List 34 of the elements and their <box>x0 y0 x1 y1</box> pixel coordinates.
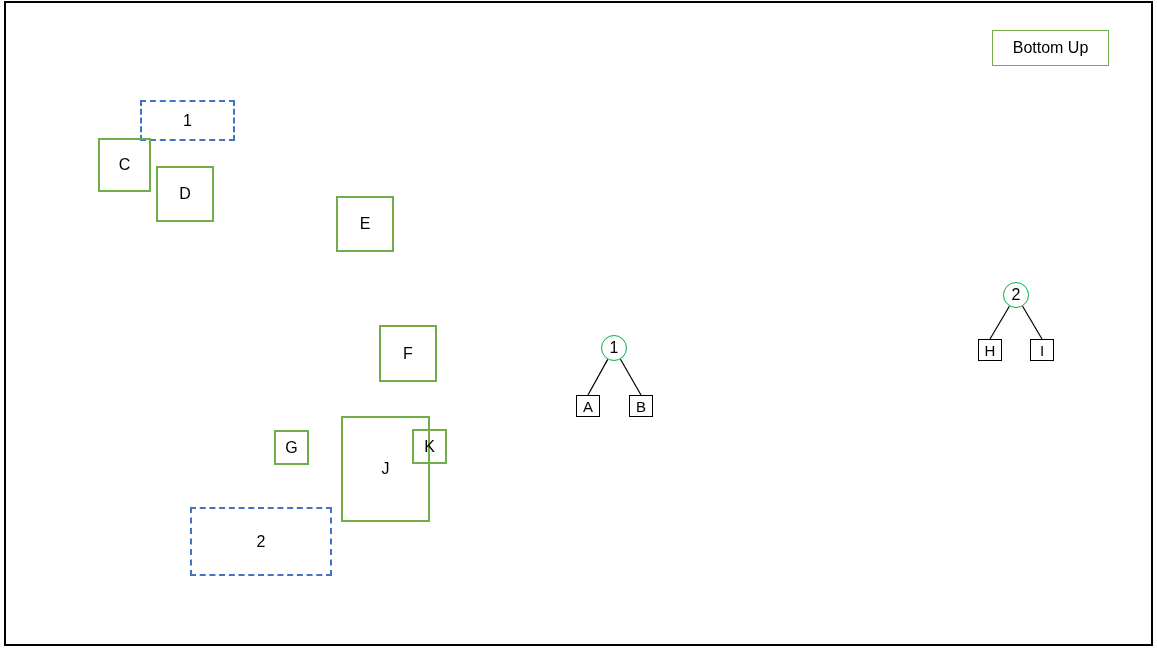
node-label: H <box>984 342 996 358</box>
leaf-box <box>1030 339 1054 361</box>
region-box <box>156 166 214 222</box>
tree-line <box>1022 305 1043 340</box>
node-label: 2 <box>1011 287 1021 303</box>
dashed-region-box <box>190 507 332 576</box>
tree-node-circle <box>1003 282 1029 308</box>
region-box <box>336 196 394 252</box>
node-label: A <box>583 398 593 414</box>
tree-line <box>619 358 642 396</box>
leaf-box <box>978 339 1002 361</box>
region-box <box>412 429 447 464</box>
node-label: D <box>179 186 191 202</box>
node-label: 2 <box>256 533 266 550</box>
node-label: F <box>403 345 413 362</box>
leaf-box <box>629 395 653 417</box>
node-label: 1 <box>609 340 619 356</box>
region-box <box>98 138 151 192</box>
region-box <box>379 325 437 382</box>
node-label: B <box>636 398 646 414</box>
node-label: 1 <box>183 112 192 129</box>
tree-node-circle <box>601 335 627 361</box>
tree-line <box>989 305 1010 340</box>
node-label: G <box>285 439 298 456</box>
dashed-region-box <box>140 100 235 141</box>
tree-line <box>587 358 609 396</box>
node-label: Bottom Up <box>1012 40 1089 56</box>
node-label: E <box>359 216 371 232</box>
title-box <box>992 30 1109 66</box>
node-label: C <box>118 157 131 173</box>
region-box <box>274 430 309 465</box>
node-label: J <box>381 461 390 477</box>
node-label: I <box>1039 342 1045 358</box>
leaf-box <box>576 395 600 417</box>
